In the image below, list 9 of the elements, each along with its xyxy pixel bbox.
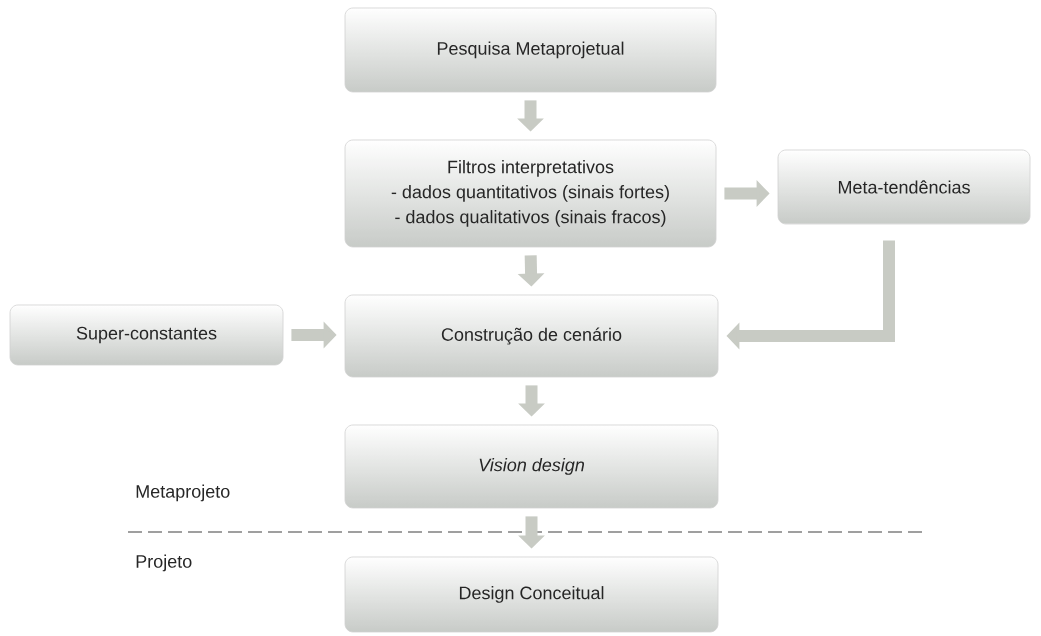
process-box: Vision design (344, 424, 719, 509)
process-box: Design Conceitual (344, 556, 719, 633)
process-box: Filtros interpretativos - dados quantitativos (sinais fortes) - dados qualitativos (sinais fracos) (344, 139, 717, 248)
section-label: Metaprojeto (136, 484, 230, 502)
process-box: Pesquisa Metaprojetual (344, 7, 717, 93)
process-box: Super-constantes (9, 304, 284, 366)
process-box: Construção de cenário (344, 294, 719, 378)
process-box: Meta-tendências (777, 149, 1031, 225)
section-label: Projeto (136, 554, 192, 572)
